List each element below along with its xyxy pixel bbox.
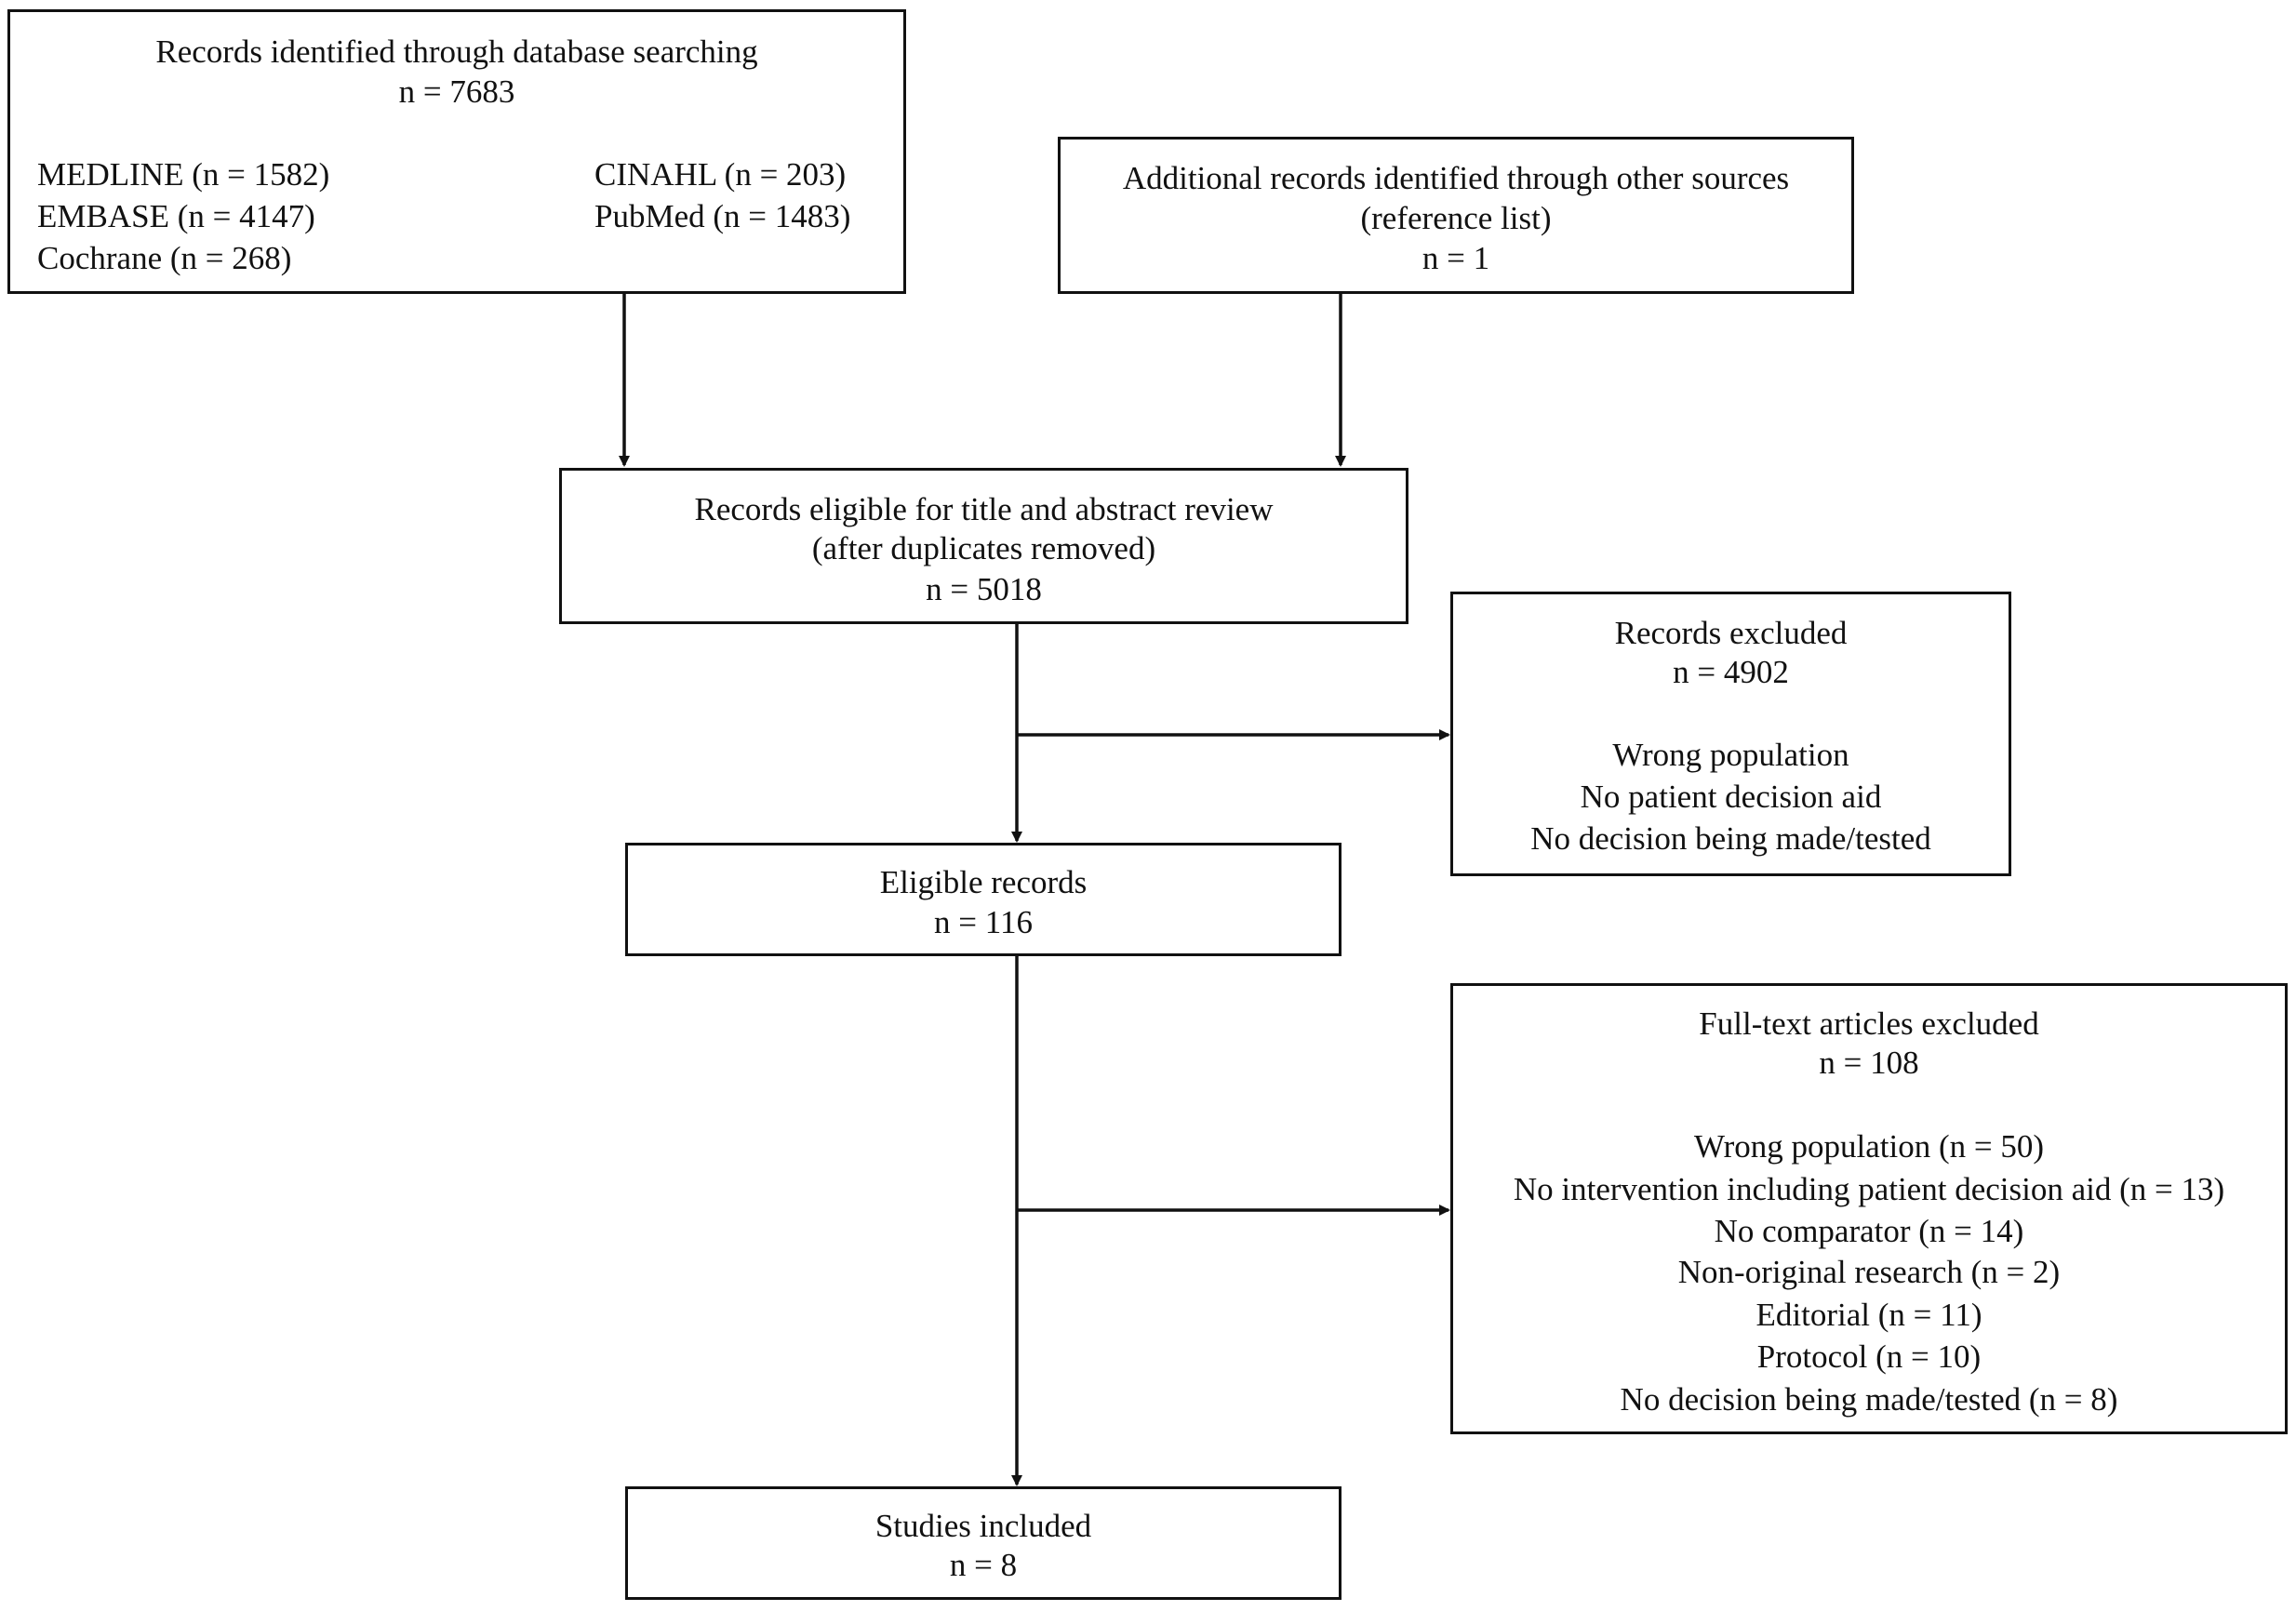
eligible-box: Eligible records n = 116 — [625, 843, 1342, 956]
source-pubmed: PubMed (n = 1483) — [594, 198, 851, 234]
records-excluded-reason: Wrong population — [1612, 737, 1849, 773]
screening-subtitle: (after duplicates removed) — [811, 530, 1156, 566]
database-search-box: Records identified through database sear… — [7, 9, 906, 294]
other-sources-subtitle: (reference list) — [1360, 200, 1552, 236]
records-excluded-title: Records excluded — [1614, 615, 1848, 651]
fulltext-excluded-reason: No intervention including patient decisi… — [1513, 1171, 2225, 1207]
included-title: Studies included — [874, 1508, 1092, 1544]
source-cinahl: CINAHL (n = 203) — [594, 156, 847, 193]
records-excluded-reason: No decision being made/tested — [1530, 820, 1931, 857]
source-medline: MEDLINE (n = 1582) — [37, 156, 330, 193]
screening-box: Records eligible for title and abstract … — [559, 468, 1408, 624]
fulltext-excluded-reason: Wrong population (n = 50) — [1693, 1128, 2045, 1165]
database-search-title: Records identified through database sear… — [155, 33, 758, 70]
included-count: n = 8 — [949, 1547, 1018, 1583]
fulltext-excluded-box: Full-text articles excluded n = 108 Wron… — [1450, 983, 2288, 1434]
eligible-title: Eligible records — [879, 864, 1088, 900]
fulltext-excluded-reason: Non-original research (n = 2) — [1677, 1254, 2061, 1290]
other-sources-count: n = 1 — [1422, 240, 1490, 276]
database-search-count: n = 7683 — [398, 73, 515, 110]
screening-title: Records eligible for title and abstract … — [694, 491, 1274, 527]
records-excluded-reason: No patient decision aid — [1580, 779, 1882, 815]
other-sources-box: Additional records identified through ot… — [1058, 137, 1854, 294]
eligible-count: n = 116 — [934, 904, 1033, 940]
other-sources-title: Additional records identified through ot… — [1122, 160, 1790, 196]
records-excluded-box: Records excluded n = 4902 Wrong populati… — [1450, 592, 2011, 876]
records-excluded-count: n = 4902 — [1673, 654, 1789, 690]
source-embase: EMBASE (n = 4147) — [37, 198, 315, 234]
source-cochrane: Cochrane (n = 268) — [37, 240, 292, 276]
fulltext-excluded-reason: Protocol (n = 10) — [1756, 1338, 1982, 1375]
fulltext-excluded-reason: Editorial (n = 11) — [1755, 1297, 1982, 1333]
fulltext-excluded-count: n = 108 — [1819, 1045, 1919, 1081]
screening-count: n = 5018 — [926, 571, 1042, 607]
fulltext-excluded-reason: No comparator (n = 14) — [1714, 1213, 2024, 1249]
included-box: Studies included n = 8 — [625, 1486, 1342, 1600]
fulltext-excluded-reason: No decision being made/tested (n = 8) — [1620, 1381, 2118, 1418]
fulltext-excluded-title: Full-text articles excluded — [1699, 1005, 2039, 1042]
